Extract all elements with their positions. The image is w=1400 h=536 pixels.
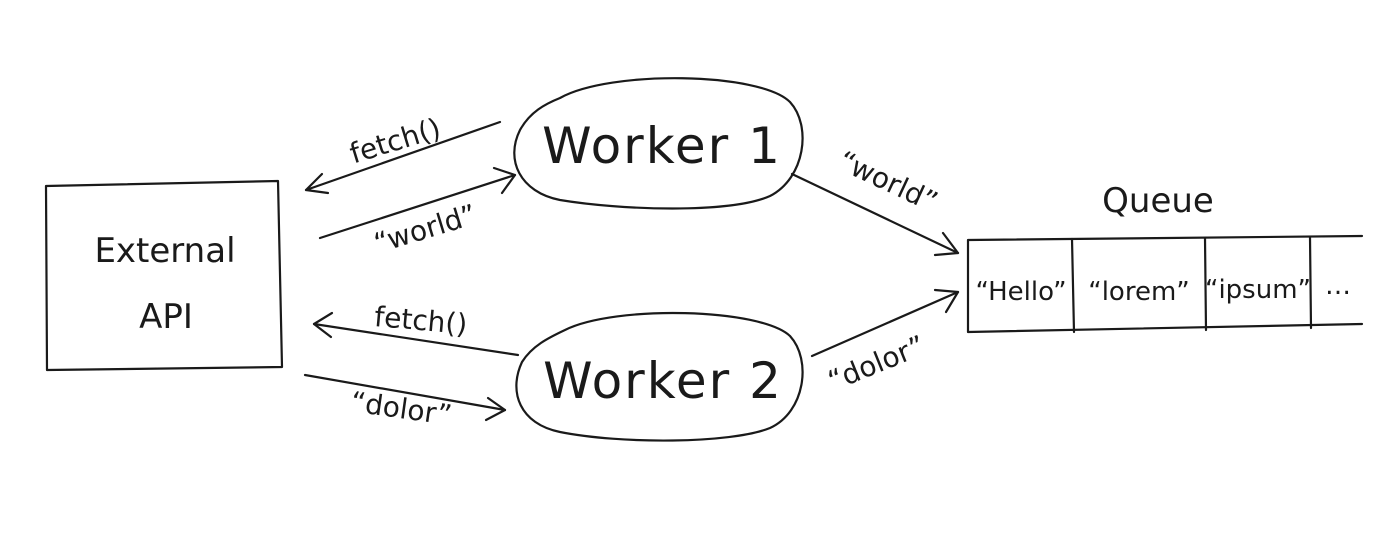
edge-w1-fetch: fetch() xyxy=(304,112,502,195)
edge-label: fetch() xyxy=(373,300,469,341)
external-api-label-line2: API xyxy=(139,297,193,337)
arrow-line xyxy=(312,322,520,357)
worker1-node: Worker 1 xyxy=(513,77,804,210)
queue-divider xyxy=(1203,236,1208,332)
arrow-head xyxy=(312,311,334,339)
arrow-line xyxy=(790,172,960,255)
arrow-head xyxy=(933,231,960,257)
queue-cell: … xyxy=(1325,271,1351,301)
worker1-ellipse xyxy=(513,77,804,210)
arrow-line xyxy=(810,290,960,358)
arrow-head xyxy=(304,172,330,195)
worker1-label: Worker 1 xyxy=(542,117,782,175)
queue-cell: “ipsum” xyxy=(1205,275,1311,305)
arrow-head xyxy=(492,166,517,195)
worker2-node: Worker 2 xyxy=(515,311,804,442)
queue-divider xyxy=(1070,237,1076,334)
arrow-line xyxy=(318,173,517,240)
edge-label: “world” xyxy=(833,144,942,218)
edge-label: “dolor” xyxy=(349,385,454,432)
arrow-line xyxy=(303,373,507,412)
external-api-label-line1: External xyxy=(94,231,235,271)
queue-cell: “Hello” xyxy=(975,277,1066,307)
worker2-label: Worker 2 xyxy=(543,352,783,410)
arrow-head xyxy=(484,396,507,422)
edge-w2-return: “dolor” xyxy=(303,373,507,432)
edge-label: “dolor” xyxy=(823,329,929,398)
edge-w1-to-queue: “world” xyxy=(790,144,960,257)
queue-outline xyxy=(966,234,1364,334)
edge-label: “world” xyxy=(370,198,480,260)
arrow-line xyxy=(304,120,502,192)
external-api-node: External API xyxy=(44,179,284,372)
queue-divider xyxy=(1308,235,1313,330)
edge-w2-fetch: fetch() xyxy=(312,300,520,357)
edge-label: fetch() xyxy=(346,112,445,171)
worker2-ellipse xyxy=(515,311,804,442)
edge-w1-return: “world” xyxy=(318,166,517,260)
queue-title: Queue xyxy=(1102,181,1214,221)
arrow-head xyxy=(933,288,960,314)
queue-cell: “lorem” xyxy=(1088,277,1190,307)
edge-w2-to-queue: “dolor” xyxy=(810,288,960,398)
external-api-box xyxy=(44,179,284,372)
queue-node: Queue “Hello” “lorem” “ipsum” … xyxy=(966,181,1364,334)
